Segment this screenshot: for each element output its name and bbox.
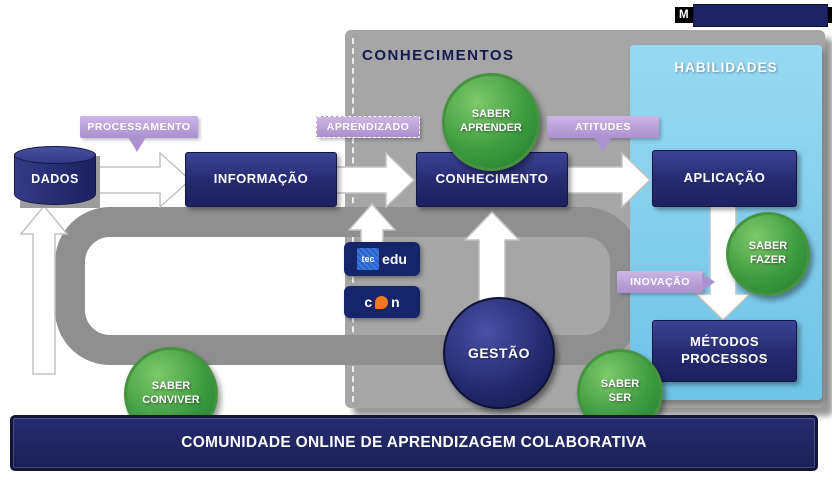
footer-banner: COMUNIDADE ONLINE DE APRENDIZAGEM COLABO…: [10, 415, 818, 471]
saber-fazer-circle: SABER FAZER: [726, 212, 810, 296]
partner-logo: c n: [344, 286, 420, 318]
habilidades-title: HABILIDADES: [674, 60, 778, 75]
footer-banner-text: COMUNIDADE ONLINE DE APRENDIZAGEM COLABO…: [181, 434, 647, 451]
gestao-label: GESTÃO: [467, 345, 531, 361]
atitudes-pointer-icon: [594, 137, 612, 152]
arrow-dados-informacao: [91, 151, 192, 209]
dados-cylinder: DADOS: [14, 146, 96, 206]
gestao-circle: GESTÃO: [443, 297, 555, 409]
label-processamento: PROCESSAMENTO: [80, 116, 198, 138]
saber-conviver-label: SABER CONVIVER: [142, 380, 200, 406]
conhecimentos-title: CONHECIMENTOS: [362, 47, 515, 64]
top-right-banner-cover: [693, 4, 828, 27]
top-right-banner-label: M: [679, 9, 689, 21]
metodos-label-line1: MÉTODOS: [690, 334, 759, 350]
saber-aprender-label: SABER APRENDER: [460, 108, 522, 134]
saber-aprender-circle: SABER APRENDER: [442, 73, 540, 171]
label-inovacao: INOVAÇÃO: [617, 271, 703, 293]
label-aprendizado: APRENDIZADO: [316, 116, 420, 138]
inovacao-pointer-icon: [702, 273, 715, 291]
informacao-box: INFORMAÇÃO: [185, 152, 337, 207]
processamento-pointer-icon: [128, 137, 146, 152]
tecedu-logo: tec edu: [344, 242, 420, 276]
metodos-processos-box: MÉTODOS PROCESSOS: [652, 320, 797, 382]
saber-ser-label: SABER SER: [600, 378, 640, 404]
aplicacao-box: APLICAÇÃO: [652, 150, 797, 207]
partner-logo-text-left: c: [364, 294, 373, 310]
partner-logo-text-right: n: [391, 294, 400, 310]
aplicacao-label: APLICAÇÃO: [683, 170, 766, 186]
tecedu-logo-chip: tec: [357, 248, 380, 270]
saber-fazer-label: SABER FAZER: [748, 240, 788, 266]
tecedu-logo-text: edu: [382, 251, 407, 267]
label-atitudes: ATITUDES: [547, 116, 659, 138]
dados-label: DADOS: [31, 172, 79, 186]
metodos-label-line2: PROCESSOS: [681, 351, 768, 366]
dados-cylinder-top: [14, 146, 96, 164]
conhecimento-label: CONHECIMENTO: [435, 171, 549, 187]
informacao-label: INFORMAÇÃO: [213, 171, 309, 187]
partner-logo-orange-icon: [375, 295, 389, 309]
